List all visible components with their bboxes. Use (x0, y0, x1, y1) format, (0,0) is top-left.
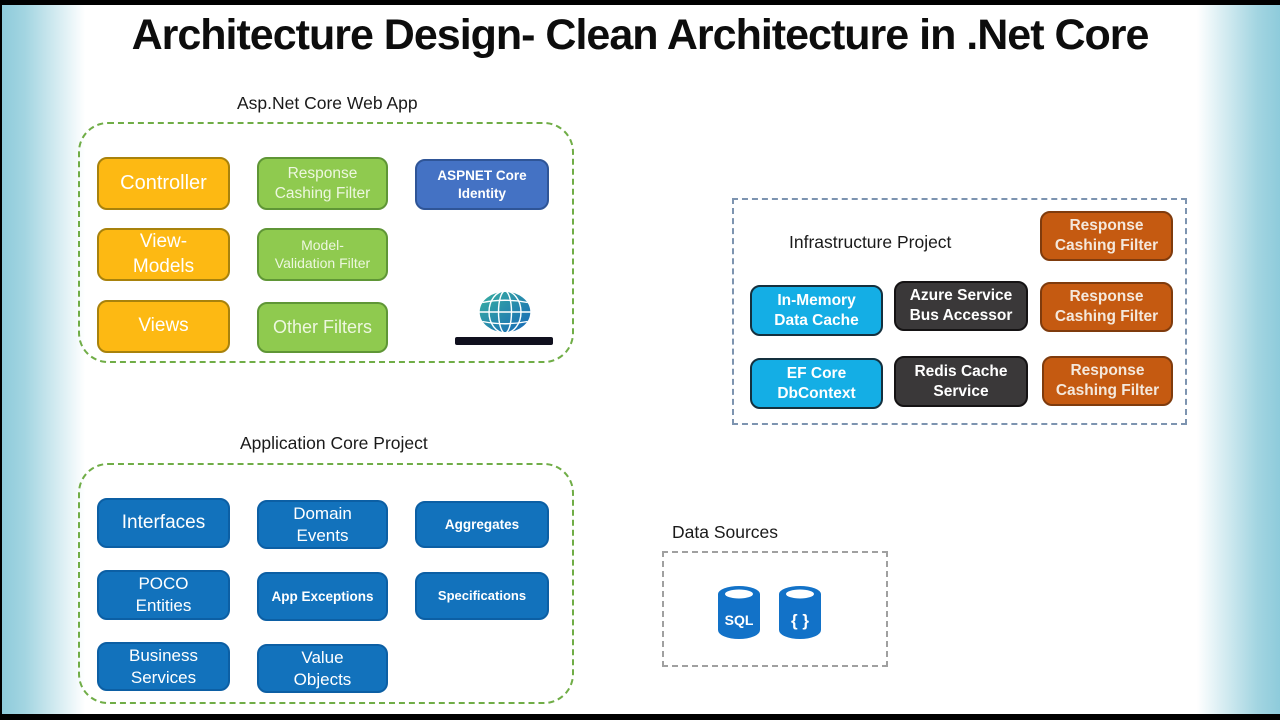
slide-title: Architecture Design- Clean Architecture … (131, 11, 1150, 59)
poco-entities-box: POCO Entities (97, 570, 230, 620)
sql-database-icon: SQL (718, 586, 760, 639)
webapp-section-label: Asp.Net Core Web App (237, 93, 418, 113)
value-objects-box: Value Objects (257, 644, 388, 693)
ef-core-dbcontext-box: EF Core DbContext (750, 358, 883, 409)
infrastructure-section-label: Infrastructure Project (789, 232, 952, 252)
datasources-section-label: Data Sources (672, 522, 779, 542)
response-cashing-filter-box: Response Cashing Filter (1040, 282, 1173, 332)
azure-service-bus-accessor-box: Azure Service Bus Accessor (894, 281, 1028, 331)
appcore-section-label: Application Core Project (240, 433, 428, 453)
other-filters-box: Other Filters (257, 302, 388, 353)
datasources-group-border (662, 551, 888, 667)
app-exceptions-box: App Exceptions (257, 572, 388, 621)
appcore-group-border (78, 463, 574, 704)
webapp-group-border (78, 122, 574, 363)
sql-database-label: SQL (725, 612, 754, 628)
response-cashing-filter-box: Response Cashing Filter (1040, 211, 1173, 261)
redis-cache-service-box: Redis Cache Service (894, 356, 1028, 407)
aggregates-box: Aggregates (415, 501, 549, 548)
infrastructure-group-border (732, 198, 1187, 425)
controller-box: Controller (97, 157, 230, 210)
business-services-box: Business Services (97, 642, 230, 691)
interfaces-box: Interfaces (97, 498, 230, 548)
aspnet-core-identity-box: ASPNET Core Identity (415, 159, 549, 210)
specifications-box: Specifications (415, 572, 549, 620)
domain-events-box: Domain Events (257, 500, 388, 549)
internet-globe-icon (478, 290, 532, 334)
json-database-icon: { } (779, 586, 821, 639)
globe-base-bar (455, 337, 553, 345)
response-cashing-filter-box: Response Cashing Filter (1042, 356, 1173, 406)
view-models-box: View- Models (97, 228, 230, 281)
model-validation-filter-box: Model- Validation Filter (257, 228, 388, 281)
json-database-label: { } (791, 611, 809, 630)
response-cashing-filter-box: Response Cashing Filter (257, 157, 388, 210)
views-box: Views (97, 300, 230, 353)
in-memory-data-cache-box: In-Memory Data Cache (750, 285, 883, 336)
